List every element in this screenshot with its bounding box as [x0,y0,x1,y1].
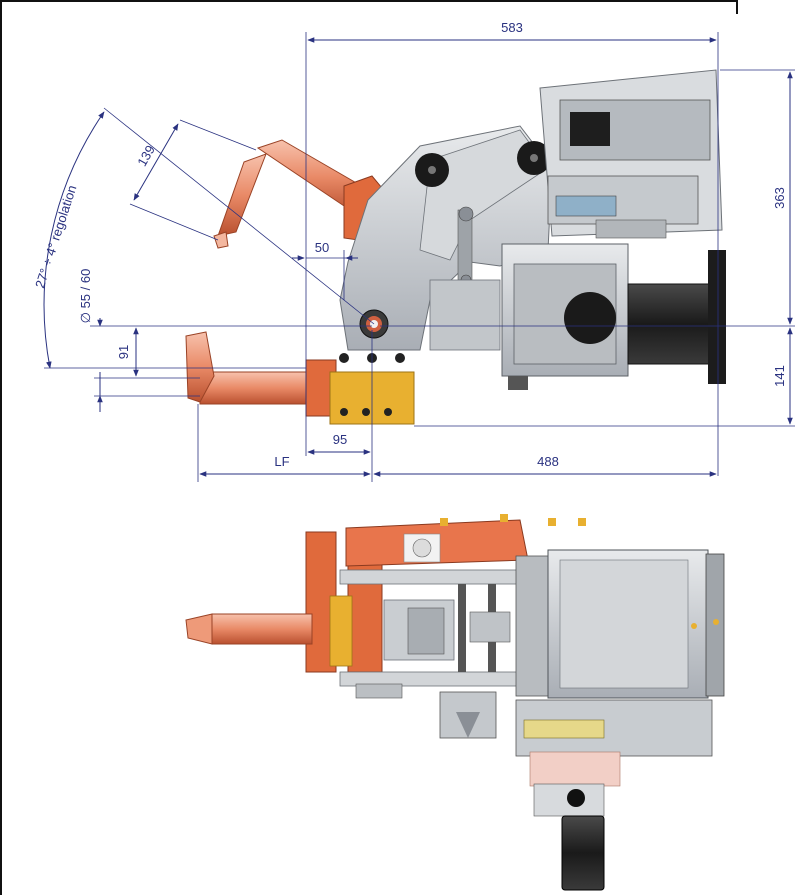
dim-50-label: 50 [315,240,329,255]
dim-363-label: 363 [772,187,787,209]
dim-488-label: 488 [537,454,559,469]
dim-91-label: 91 [116,345,131,359]
plan-electrode [185,613,313,645]
dim-583-label: 583 [501,20,523,35]
dim-95-label: 95 [333,432,347,447]
plan-lower-module [439,691,713,891]
angle-label: 27° ÷ 4° regolation [32,183,79,290]
gun-body [339,125,553,363]
diameter-label: ∅ 55 / 60 [78,269,93,324]
plan-cylinder [515,549,725,699]
valve-assembly [539,69,723,239]
drawing-frame [0,0,738,895]
plan-copper-frame [305,514,586,673]
angle-arc [43,111,105,369]
dim-141-label: 141 [772,365,787,387]
plan-view [185,514,725,891]
plan-linkage [339,569,531,699]
side-view [185,69,726,425]
dim-lf-label: LF [274,454,289,469]
transformer-block [501,243,726,390]
dim-139-line [133,123,179,201]
